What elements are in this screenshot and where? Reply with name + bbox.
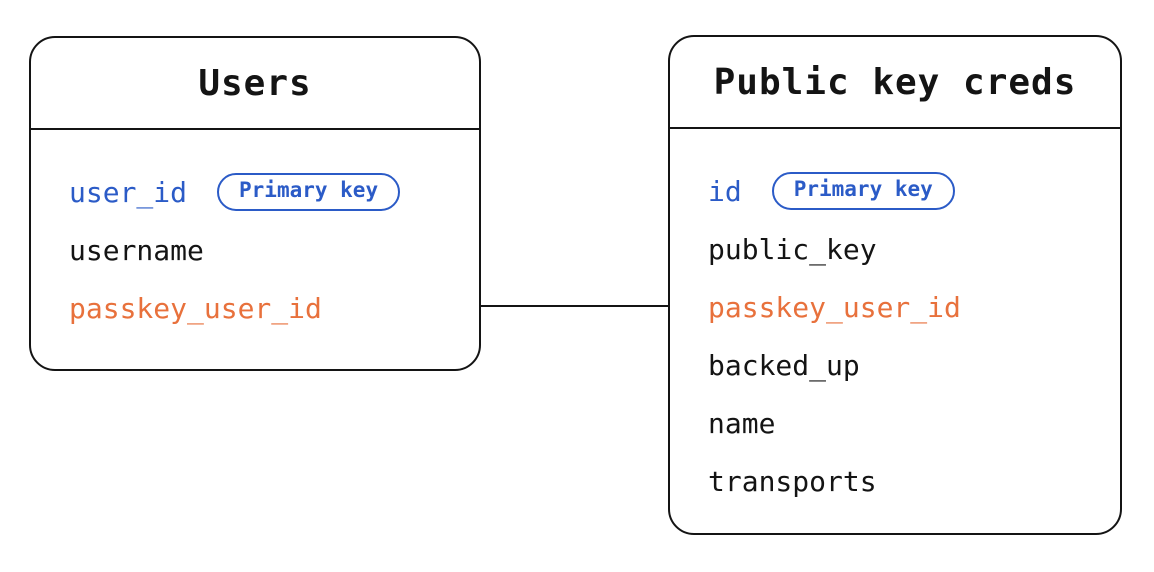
field-username: username — [31, 221, 479, 279]
field-user_id: user_id Primary key — [31, 163, 479, 221]
field-name: name — [670, 394, 1120, 452]
field-transports: transports — [670, 452, 1120, 510]
field-name-name: name — [708, 406, 776, 440]
field-name-transports: transports — [708, 464, 877, 498]
field-name-username: username — [69, 233, 204, 267]
table-fields-public-key-creds: id Primary key public_key passkey_user_i… — [670, 129, 1120, 510]
primary-key-badge: Primary key — [217, 173, 401, 211]
field-passkey_user_id: passkey_user_id — [31, 279, 479, 337]
field-name-public_key: public_key — [708, 232, 877, 266]
table-card-users: Users user_id Primary key username passk… — [29, 36, 481, 371]
table-title-public-key-creds: Public key creds — [670, 37, 1120, 129]
table-title-users: Users — [31, 38, 479, 130]
field-backed_up: backed_up — [670, 336, 1120, 394]
table-fields-users: user_id Primary key username passkey_use… — [31, 130, 479, 337]
field-name-passkey_user_id: passkey_user_id — [708, 290, 961, 324]
field-id: id Primary key — [670, 162, 1120, 220]
table-card-public-key-creds: Public key creds id Primary key public_k… — [668, 35, 1122, 535]
relationship-line — [481, 305, 668, 307]
field-public_key: public_key — [670, 220, 1120, 278]
field-name-passkey_user_id: passkey_user_id — [69, 291, 322, 325]
primary-key-badge: Primary key — [771, 172, 955, 210]
field-name-user_id: user_id — [69, 175, 188, 209]
field-name-id: id — [708, 174, 742, 208]
field-name-backed_up: backed_up — [708, 348, 860, 382]
field-passkey_user_id: passkey_user_id — [670, 278, 1120, 336]
